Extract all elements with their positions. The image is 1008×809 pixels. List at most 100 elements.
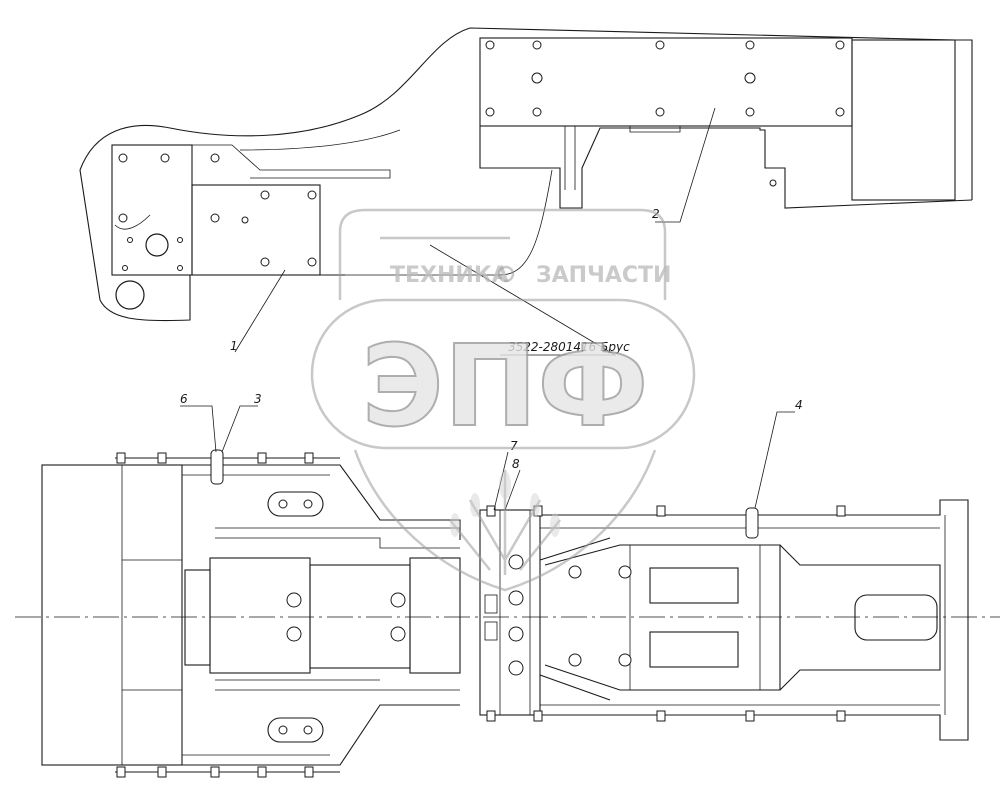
leader-3 — [221, 405, 258, 453]
callout-1: 1 — [230, 339, 238, 353]
bolt — [116, 452, 126, 464]
hole — [485, 40, 495, 50]
bolt — [836, 505, 846, 517]
block — [484, 621, 498, 641]
bolt — [486, 710, 496, 722]
hole — [286, 626, 302, 642]
left-bracket-outline — [79, 169, 345, 322]
window — [649, 631, 739, 668]
large-hole — [115, 280, 145, 310]
hole — [769, 179, 777, 187]
callout-6: 6 — [180, 392, 188, 406]
leader-part — [429, 244, 617, 356]
block — [484, 594, 498, 614]
small-hole — [122, 265, 128, 271]
frame-upper-curve — [79, 27, 973, 200]
hole — [835, 107, 845, 117]
watermark: ТЕХНИКА ЗАПЧАСТИ ЭПФ — [310, 208, 696, 592]
end-section — [779, 544, 941, 691]
bolt — [257, 766, 267, 778]
bolt — [486, 505, 496, 517]
member-details — [564, 126, 681, 190]
window — [649, 567, 739, 604]
shaft-flange — [184, 569, 211, 666]
right-bolt-row-bottom — [486, 710, 846, 722]
shaft-section — [209, 557, 311, 674]
hole — [278, 725, 288, 735]
inner-bracket — [544, 544, 781, 691]
hole — [655, 40, 665, 50]
grease-fitting-4 — [745, 507, 759, 539]
plate-1 — [191, 184, 321, 276]
bolt-row-bottom — [116, 766, 314, 778]
left-housing — [41, 464, 183, 766]
upper-side-member — [182, 464, 461, 540]
bolt — [116, 766, 126, 778]
bolt — [210, 766, 220, 778]
hole — [618, 565, 632, 579]
end-slot — [854, 594, 938, 641]
hole — [390, 626, 406, 642]
right-frame-edge — [540, 527, 940, 706]
bolt — [656, 710, 666, 722]
hole — [303, 725, 313, 735]
leader-1 — [234, 269, 286, 353]
watermark-band — [310, 298, 696, 450]
hole — [118, 153, 128, 163]
large-hole — [145, 233, 169, 257]
watermark-text-right: ЗАПЧАСТИ — [536, 263, 671, 288]
hole — [210, 213, 220, 223]
hole — [835, 40, 845, 50]
shaft-section — [409, 557, 461, 674]
hole — [278, 499, 288, 509]
grease-fitting-3 — [210, 449, 224, 485]
beam-curve — [345, 169, 553, 276]
hole — [118, 213, 128, 223]
leader-2 — [655, 107, 716, 223]
hole — [532, 40, 542, 50]
frame-inner-curve — [239, 129, 401, 151]
hole — [745, 40, 755, 50]
hole — [210, 153, 220, 163]
hole — [241, 216, 249, 224]
hole — [260, 190, 270, 200]
shaft-section — [309, 564, 411, 669]
bolt — [257, 452, 267, 464]
left-plate — [111, 144, 193, 276]
leader-6 — [180, 405, 217, 453]
watermark-logo: ЭПФ — [362, 322, 649, 452]
member-edge — [215, 679, 460, 691]
plan-view: 6 3 4 7 8 — [15, 392, 1000, 778]
hole — [260, 257, 270, 267]
lower-side-member — [182, 704, 460, 766]
side-view: 1 2 3522-2801416 Брус — [79, 27, 973, 356]
small-hole — [127, 237, 133, 243]
hole — [390, 592, 406, 608]
hole — [286, 592, 302, 608]
small-hole — [177, 265, 183, 271]
hole — [508, 590, 524, 606]
bolt — [836, 710, 846, 722]
cutout — [114, 214, 151, 230]
part-label: 3522-2801416 Брус — [508, 340, 630, 354]
leader-8 — [504, 469, 521, 511]
right-bolt-row-top — [486, 505, 846, 539]
bolt — [157, 766, 167, 778]
hole — [508, 626, 524, 642]
hole — [508, 554, 524, 570]
small-hole — [177, 237, 183, 243]
bolt — [157, 452, 167, 464]
slot-plate — [267, 717, 324, 743]
hole — [531, 72, 543, 84]
gear-icon — [497, 265, 515, 283]
bolt — [745, 710, 755, 722]
right-member — [479, 126, 973, 209]
leader-4 — [754, 411, 795, 509]
brace — [539, 537, 611, 701]
hole — [508, 660, 524, 676]
hole — [307, 257, 317, 267]
hole — [568, 565, 582, 579]
bolt — [304, 766, 314, 778]
